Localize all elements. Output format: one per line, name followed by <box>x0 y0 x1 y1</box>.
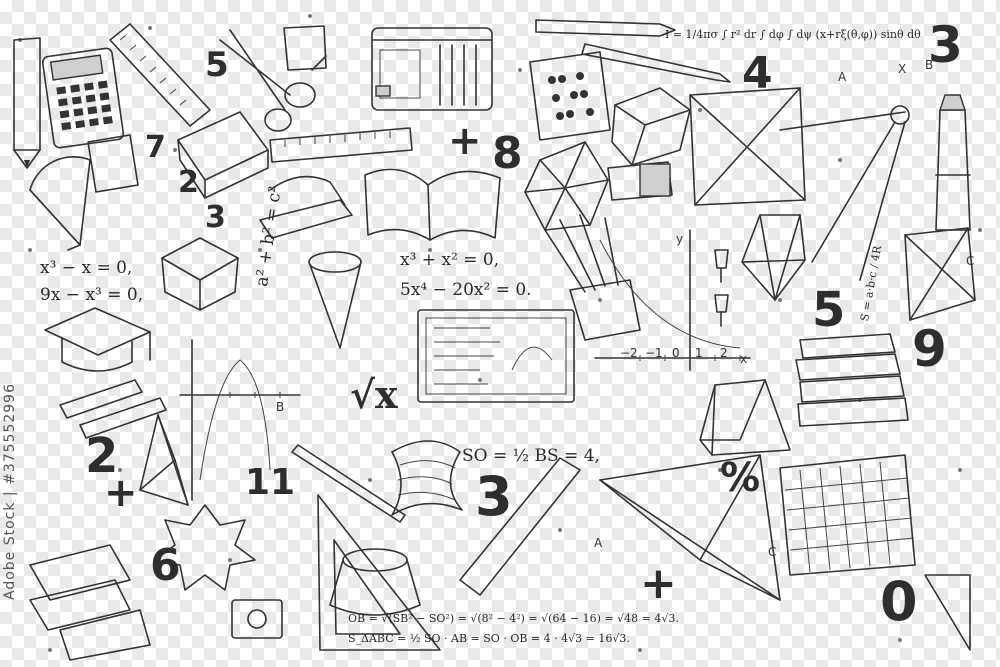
pencil-icon <box>13 37 41 169</box>
graduation-cap-icon <box>44 307 151 372</box>
paper-stack-icon <box>177 111 269 199</box>
compass-icon <box>779 105 910 281</box>
cube-shape <box>611 87 691 166</box>
grid-notebook-icon <box>779 454 916 576</box>
number-11: 11 <box>245 462 296 503</box>
scissors-icon <box>219 29 316 132</box>
percent-symbol: % <box>720 455 761 501</box>
number-8: 8 <box>492 128 523 179</box>
polyhedron-shape <box>524 141 609 231</box>
ruler-horizontal-icon <box>269 127 413 163</box>
label-b-left-graph: B <box>276 400 285 414</box>
cone-shape <box>308 251 362 349</box>
tick-label: −2 <box>620 346 638 360</box>
label-c-center: C <box>768 545 777 559</box>
number-5-top: 5 <box>205 45 229 85</box>
pen-icon <box>291 444 406 523</box>
triangle-area-formula: S_ΔABC = ½ SO · AB = SO · OB = 4 · 4√3 =… <box>348 632 630 645</box>
ruler-diagonal-icon <box>459 457 581 596</box>
eraser-icon <box>607 161 673 201</box>
octahedron-shape <box>741 214 806 301</box>
pencil-cup-icon <box>544 214 641 341</box>
label-b-top: B <box>925 58 934 72</box>
plus-symbol-top: + <box>448 118 482 164</box>
calculator-icon <box>41 47 125 149</box>
number-2-left: 2 <box>85 428 119 484</box>
distance-formula: OB = √(SB² − SO²) = √(8² − 4²) = √(64 − … <box>348 612 679 625</box>
so-formula: SO = ½ BS = 4, <box>462 446 600 466</box>
ruler-icon <box>109 23 211 127</box>
square-root-symbol: √x <box>350 372 398 417</box>
pencil-long-icon <box>535 19 731 83</box>
plus-symbol-left: + <box>104 470 138 516</box>
sticky-note-icon <box>283 25 327 71</box>
cube-small-shape <box>161 237 239 311</box>
label-a-center: A <box>594 536 603 550</box>
star-polyhedron-shape <box>154 504 256 591</box>
label-c-right: C <box>966 254 975 268</box>
cylinder-shape <box>329 548 421 616</box>
protractor-icon <box>29 156 91 251</box>
axis-y-label: y <box>676 232 684 246</box>
surface-plot-shape <box>391 440 463 516</box>
book-stack-bottom-icon <box>29 544 151 661</box>
stock-watermark: Adobe Stock | #375552996 <box>2 383 18 600</box>
number-3-top-right: 3 <box>928 16 963 74</box>
open-book-icon <box>364 168 501 241</box>
pushpin-icon <box>714 249 729 327</box>
graph-axes-right <box>594 229 751 371</box>
hole-punch-icon <box>259 175 353 239</box>
graph-axes-left <box>179 339 301 501</box>
number-3-left: 3 <box>205 200 226 235</box>
axis-x-label: x <box>740 352 748 366</box>
note-card-icon <box>87 134 139 193</box>
triangle-large-shape <box>599 454 781 601</box>
tetrahedron-shape <box>139 414 189 506</box>
number-7: 7 <box>145 130 166 165</box>
square-diagonals-shape <box>689 87 806 206</box>
equation-1: x³ − x = 0, <box>40 258 133 278</box>
chalkboard-icon <box>417 309 575 403</box>
label-a-top: A <box>838 70 847 84</box>
equation-2: 9x − x³ = 0, <box>40 285 144 305</box>
number-4: 4 <box>742 48 773 99</box>
plus-symbol-bottom: + <box>640 558 677 609</box>
pyramid-shape <box>904 227 976 321</box>
abacus-icon <box>529 51 611 141</box>
label-x-top: X <box>898 62 907 76</box>
number-9: 9 <box>912 320 947 378</box>
book-stack-icon <box>795 333 909 427</box>
number-2: 2 <box>178 165 199 200</box>
tick-label: −1 <box>645 346 663 360</box>
chalk-icon <box>59 379 167 439</box>
tick-label: 0 <box>672 346 680 360</box>
pencil-sharpener-icon <box>231 599 283 639</box>
number-3-center: 3 <box>475 465 513 528</box>
equation-4: 5x⁴ − 20x² = 0. <box>400 280 532 300</box>
number-6: 6 <box>150 540 181 591</box>
equation-3: x³ + x² = 0, <box>400 250 500 270</box>
tick-label: 1 <box>695 346 703 360</box>
integral-formula: I = 1/4πσ ∫ r² dr ∫ dφ ∫ dψ (x+rξ(θ,φ)) … <box>665 28 921 41</box>
number-0: 0 <box>880 570 918 633</box>
triangle-ruler-shape <box>317 494 441 651</box>
number-5-right: 5 <box>812 282 846 338</box>
set-square-icon <box>924 574 971 651</box>
marker-icon <box>935 94 971 231</box>
frustum-shape <box>699 379 791 456</box>
pencil-case-icon <box>371 27 493 111</box>
tick-label: 2 <box>720 346 728 360</box>
